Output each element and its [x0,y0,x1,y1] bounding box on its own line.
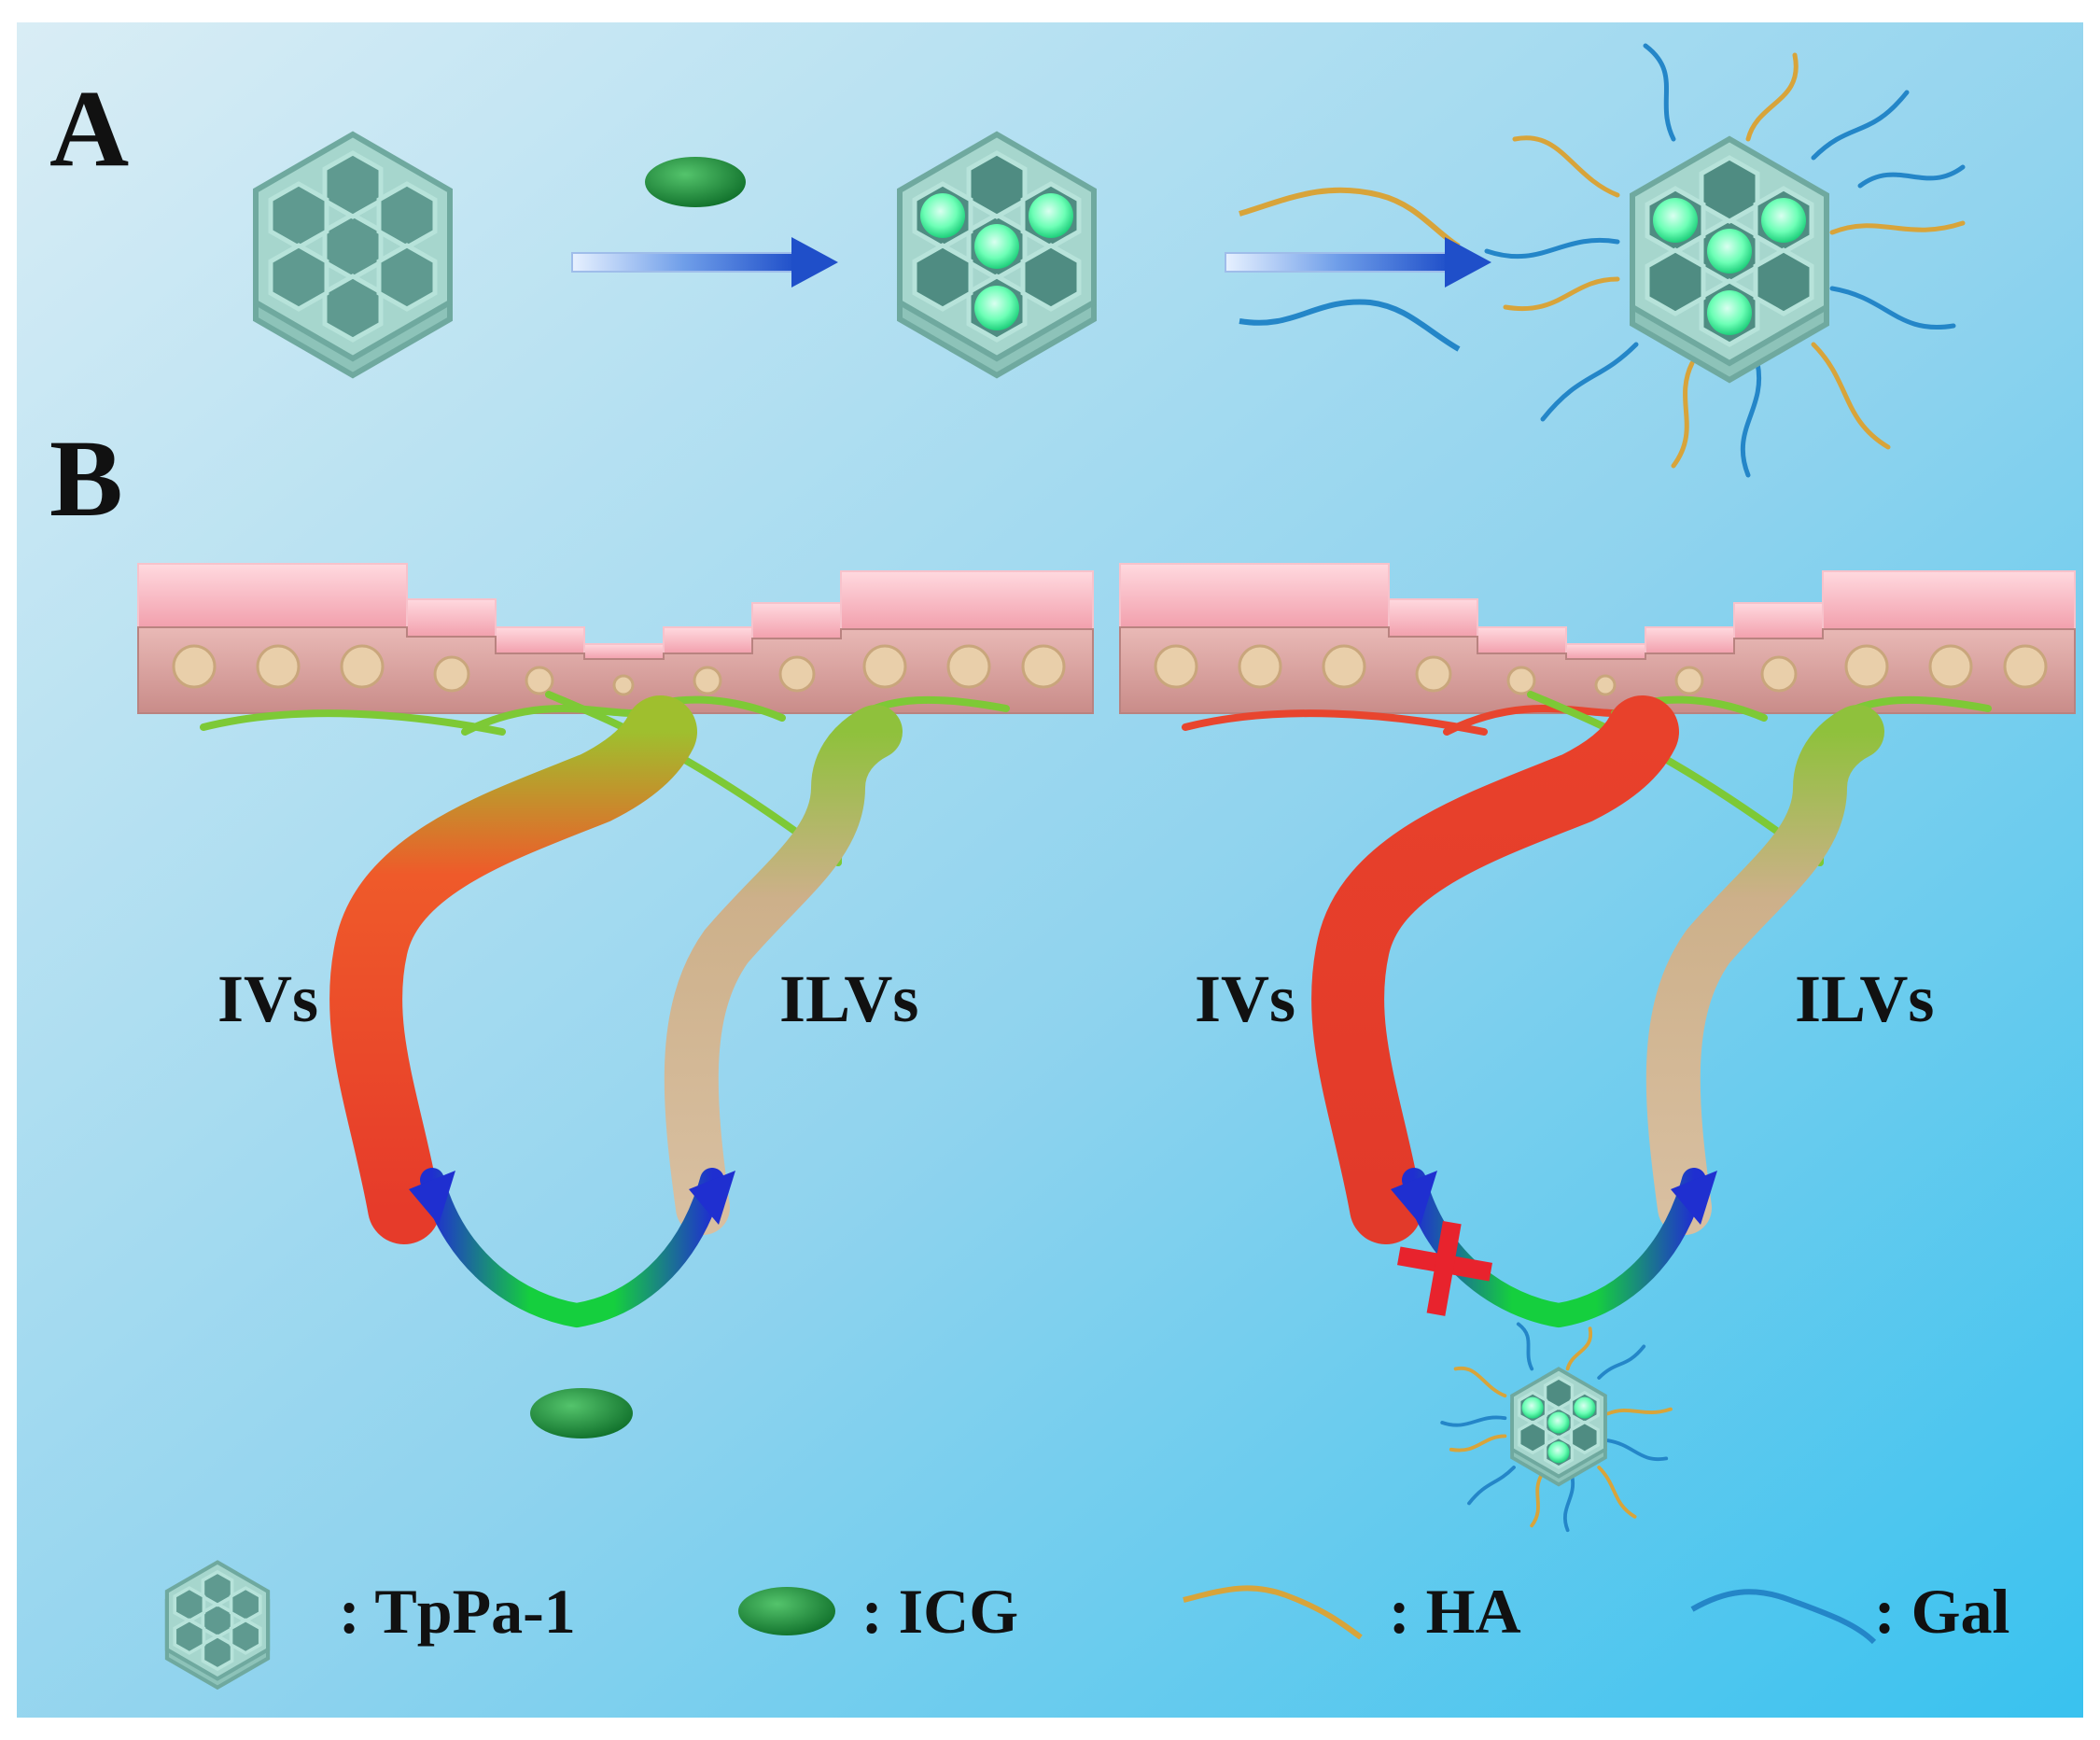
figure: A B IVs ILVs IVs ILVs : TpPa-1 : ICG : H… [17,22,2083,1718]
legend-gal-label: : Gal [1874,1576,2010,1647]
panel-label-a: A [49,67,130,189]
iv-vessel-left [329,695,697,1244]
ilv-vessel-left [664,705,903,1235]
intestine-tissue-left [137,563,1094,714]
legend-cof-icon [164,1560,271,1691]
process-arrow-2 [1225,237,1491,288]
ha-strand [1239,187,1461,249]
ilv-vessel-right [1645,705,1884,1235]
legend-ha-label: : HA [1389,1576,1521,1647]
figure-art [17,22,2083,1718]
legend-icg-icon [738,1587,835,1635]
process-arrow-1 [571,237,838,288]
iv-label-right: IVs [1195,961,1296,1036]
legend-tppa-label: : TpPa-1 [339,1576,576,1647]
legend-icg-label: : ICG [861,1576,1019,1647]
iv-label-left: IVs [217,961,319,1036]
gal-strand [1239,299,1461,352]
ilv-label-right: ILVs [1795,961,1935,1036]
cof-functionalized [1484,43,1966,478]
iv-vessel-right [1311,695,1679,1244]
block-cross [1397,1220,1492,1316]
icg-capsule-b [530,1388,633,1438]
legend-ha-icon [1183,1585,1363,1640]
intestine-tissue-right [1119,563,2076,714]
vessels-right [1182,691,1992,1328]
icg-capsule [645,157,746,207]
panel-label-b: B [49,417,123,540]
flow-arrow-left [420,1168,724,1328]
cof-functionalized-b [1440,1322,1673,1533]
cof-empty [253,131,453,379]
cof-loaded [897,131,1097,379]
vessels-left [200,691,1010,1328]
legend-gal-icon [1690,1589,1877,1645]
ilv-label-left: ILVs [779,961,919,1036]
